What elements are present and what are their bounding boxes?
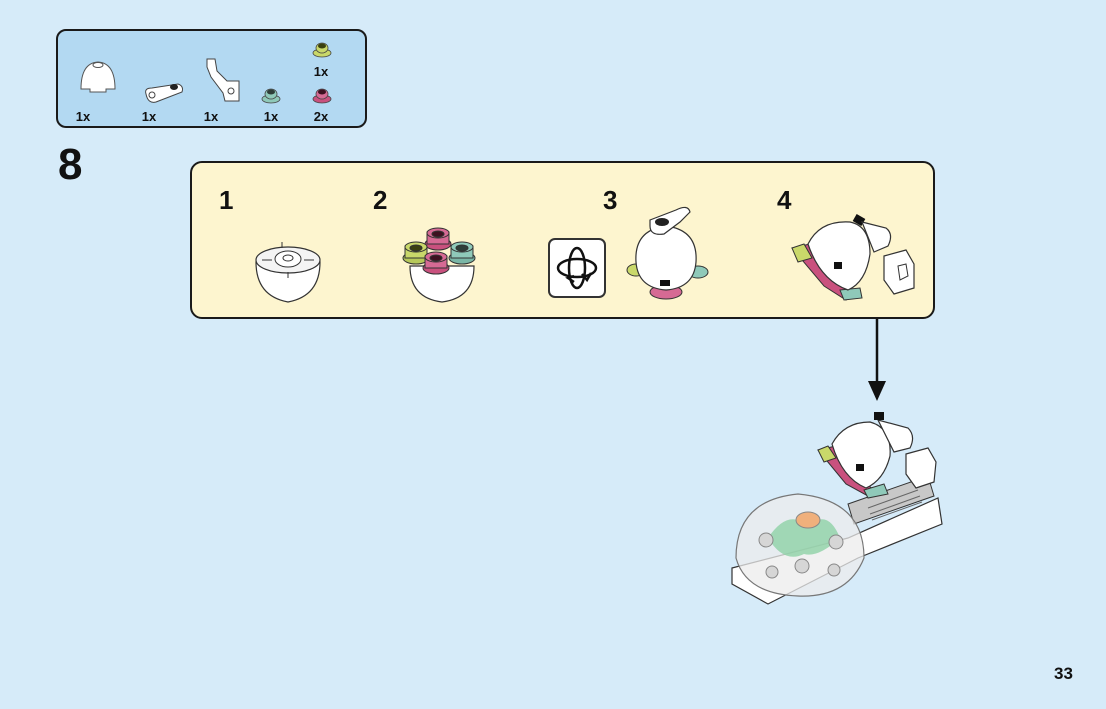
part-qty: 1x xyxy=(75,109,91,124)
teal-round-plate-part-icon xyxy=(261,88,281,104)
page-number: 33 xyxy=(1054,664,1073,683)
part-qty: 2x xyxy=(313,109,329,124)
rotate-model-icon xyxy=(548,238,606,298)
substep-number: 1 xyxy=(219,185,234,215)
substep-number: 4 xyxy=(777,185,792,215)
part-qty: 1x xyxy=(313,64,329,79)
part-qty: 1x xyxy=(203,109,219,124)
parts-list-box: 1x 1x 1x 1x 1x 2x xyxy=(56,29,367,128)
down-arrow xyxy=(868,319,886,401)
substep-number: 3 xyxy=(603,185,618,215)
part-qty: 1x xyxy=(141,109,157,124)
step-number: 8 xyxy=(58,140,83,189)
substep-2-plates-illustration xyxy=(402,227,476,303)
substep-3-illustration xyxy=(626,206,709,300)
substep-4-illustration xyxy=(791,214,915,301)
white-arm-bracket-part-icon xyxy=(206,58,240,102)
white-clip-plate-part-icon xyxy=(145,83,183,103)
part-qty: 1x xyxy=(263,109,279,124)
lime-round-plate-part-icon xyxy=(312,42,332,58)
pink-round-plate-part-icon xyxy=(312,88,332,104)
white-dome-part-icon xyxy=(80,61,116,93)
substep-1-dome-illustration xyxy=(255,242,321,303)
assembled-model-illustration xyxy=(731,412,943,605)
substep-number: 2 xyxy=(373,185,388,215)
